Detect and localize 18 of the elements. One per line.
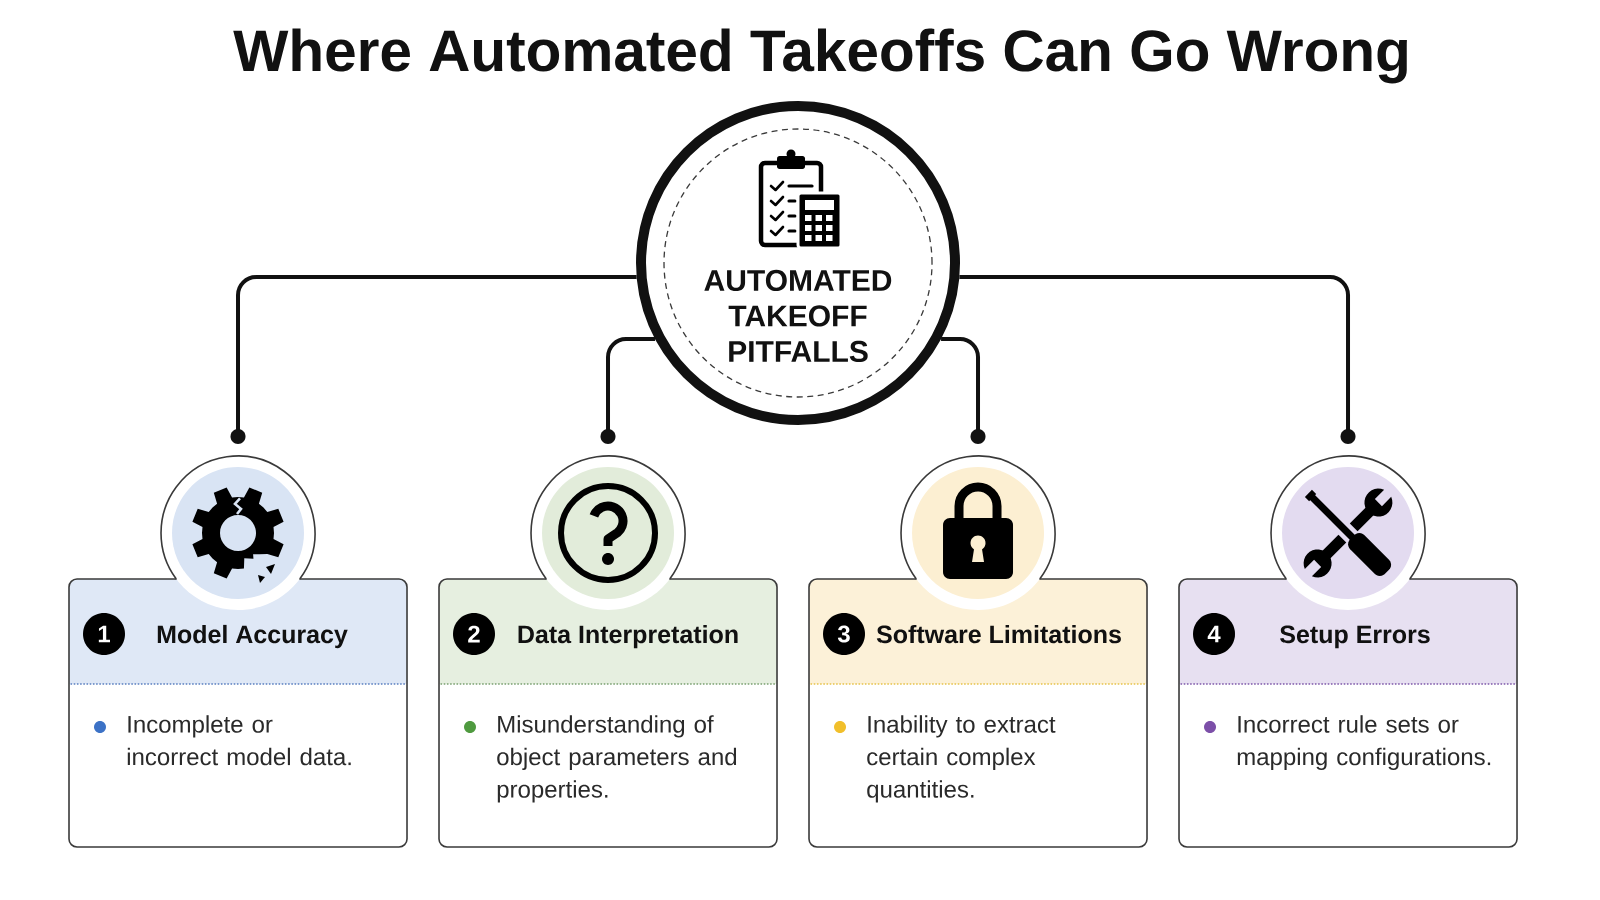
number-badge: 3 — [823, 613, 865, 655]
hub-text: AUTOMATED TAKEOFF PITFALLS — [704, 269, 892, 363]
card-heading: Software Limitations — [876, 624, 1121, 644]
number-badge: 2 — [453, 613, 495, 655]
bullet-text: Inability to extract certain complex quantities. — [867, 715, 1056, 803]
card-heading: Model Accuracy — [157, 624, 348, 649]
bullet-text: Misunderstanding of object parameters and properties. — [497, 715, 737, 803]
connector-line — [941, 337, 986, 444]
number-badge: 4 — [1193, 613, 1235, 655]
connector-line — [959, 275, 1356, 444]
title: Where Automated Takeoffs Can Go Wrong — [233, 28, 1407, 84]
connector-line — [230, 275, 637, 444]
card-heading: Setup Errors — [1280, 625, 1430, 649]
number-badge: 1 — [83, 613, 125, 655]
card-heading: Data Interpretation — [518, 624, 738, 649]
bullet-text: Incomplete or incorrect model data. — [127, 715, 351, 766]
bullet-text: Incorrect rule sets or mapping configurations. — [1237, 715, 1491, 771]
connector-line — [600, 337, 655, 444]
